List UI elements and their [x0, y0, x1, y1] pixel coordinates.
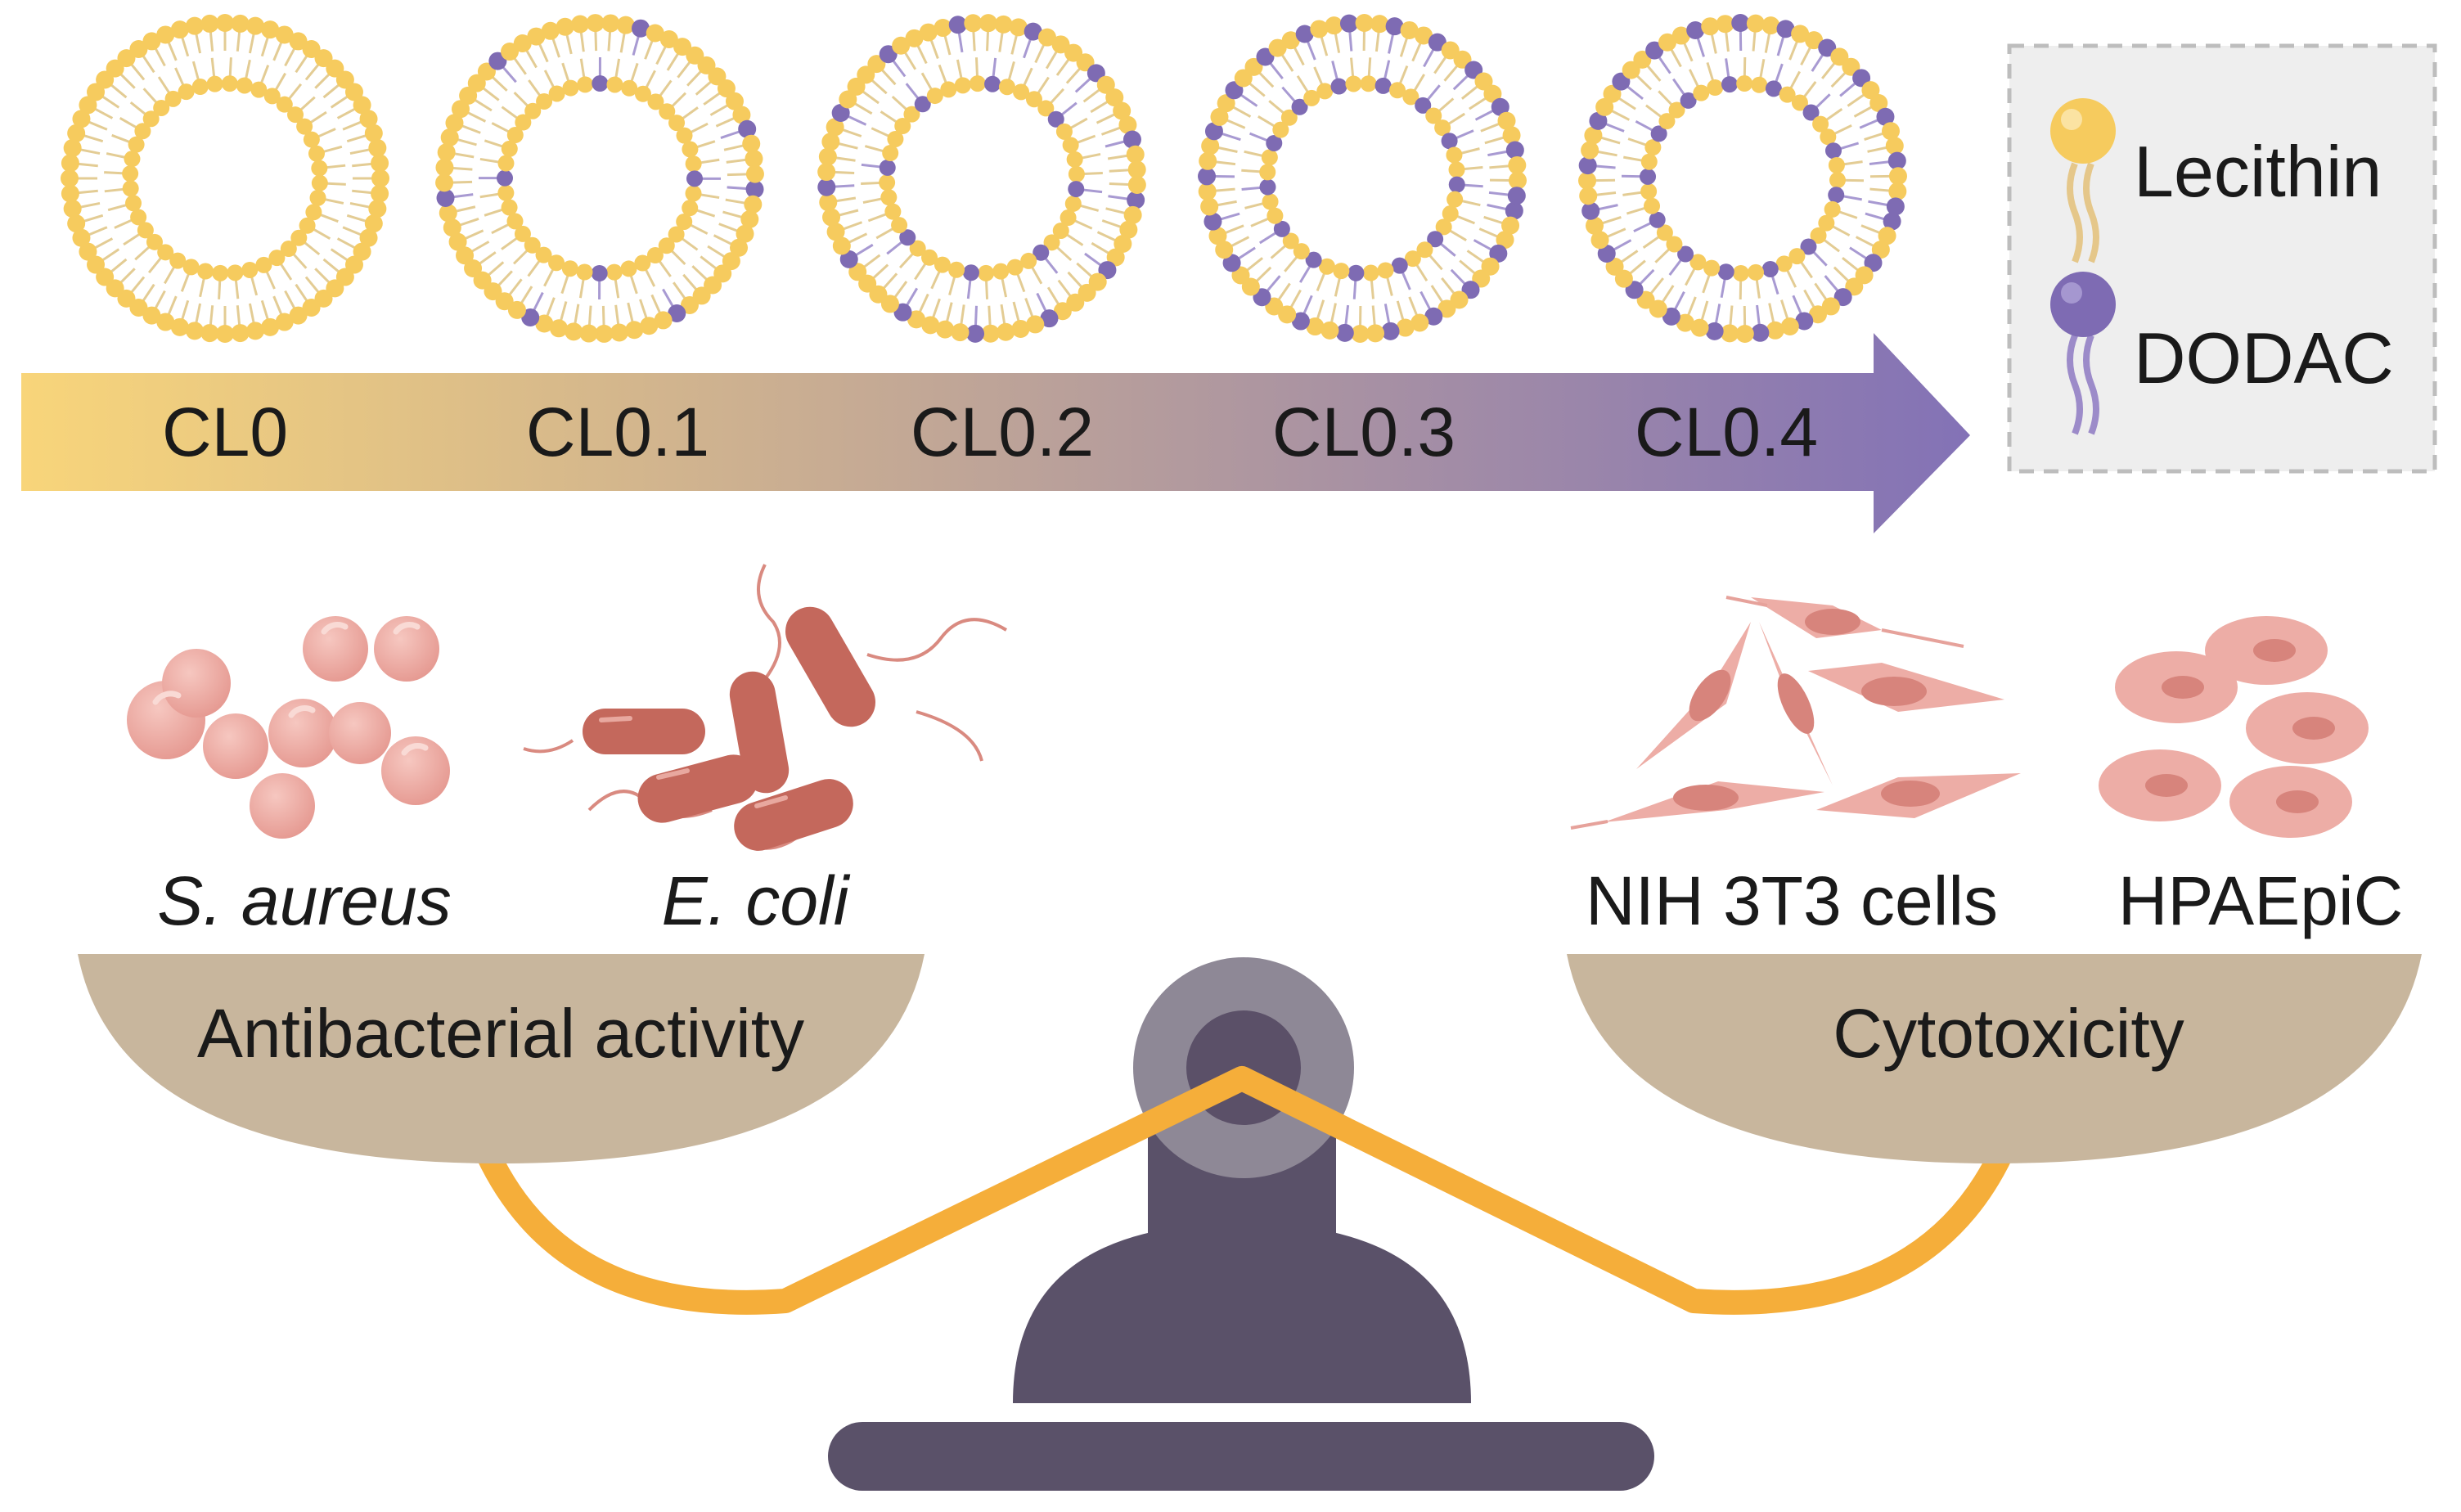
stage-label-3: CL0.3 — [1272, 394, 1455, 470]
liposome-heads — [1578, 14, 1907, 343]
liposome-2 — [817, 14, 1146, 343]
legend: Lecithin DODAC — [2007, 43, 2437, 474]
stand-base — [1013, 1223, 1471, 1403]
liposome-row — [61, 14, 1907, 343]
right-pan — [1567, 954, 2422, 1163]
liposome-heads — [1198, 14, 1527, 343]
liposome-0 — [61, 14, 389, 343]
stage-labels: CL0 CL0.1 CL0.2 CL0.3 CL0.4 — [162, 394, 1818, 470]
e-coli-label: E. coli — [662, 862, 851, 939]
stage-label-2: CL0.2 — [911, 394, 1094, 470]
right-pan-label: Cytotoxicity — [1833, 995, 2184, 1072]
liposome-heads — [435, 14, 764, 343]
stage-label-0: CL0 — [162, 394, 288, 470]
left-pan-label: Antibacterial activity — [197, 995, 804, 1072]
dodac-lipid-icon — [2050, 272, 2116, 435]
liposome-1 — [435, 14, 764, 343]
s-aureus-label: S. aureus — [157, 862, 452, 939]
hpaepic-cells-illustration — [2099, 616, 2369, 838]
lecithin-lipid-icon — [2050, 98, 2116, 263]
liposome-4 — [1578, 14, 1907, 343]
nih-3t3-cells-illustration — [1570, 596, 2021, 830]
legend-dodac-label: DODAC — [2134, 317, 2394, 398]
stage-label-1: CL0.1 — [526, 394, 709, 470]
stand-foot — [828, 1422, 1654, 1491]
hpaepic-label: HPAEpiC — [2118, 862, 2404, 939]
legend-lecithin-label: Lecithin — [2134, 131, 2382, 212]
stage-label-4: CL0.4 — [1635, 394, 1818, 470]
composition-arrow — [21, 333, 1970, 533]
liposome-heads — [817, 14, 1146, 343]
s-aureus-illustration — [127, 616, 450, 839]
balance-beam — [475, 1066, 2013, 1315]
liposome-3 — [1198, 14, 1527, 343]
nih-3t3-label: NIH 3T3 cells — [1586, 862, 1998, 939]
e-coli-rods — [583, 606, 875, 851]
balance-stand — [828, 957, 1654, 1491]
left-pan — [78, 954, 925, 1163]
liposome-heads — [61, 14, 389, 343]
